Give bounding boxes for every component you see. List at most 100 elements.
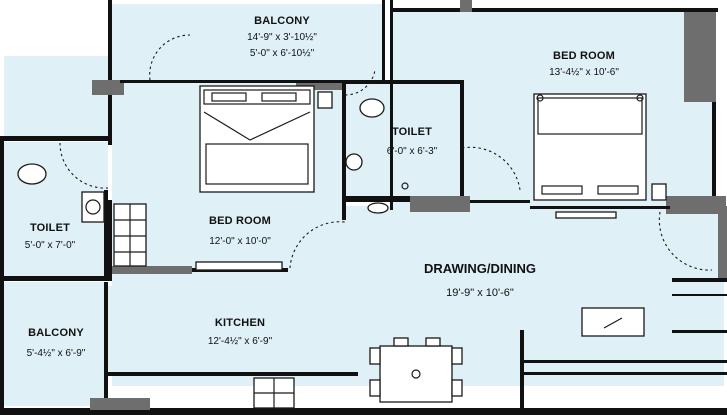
room-name-bedroom-right: BED ROOM <box>553 50 615 62</box>
bed-blanket <box>205 143 309 185</box>
bed-head <box>537 97 643 135</box>
wall-segment <box>520 330 524 410</box>
room-labels: BALCONY 14'-9" x 3'-10½" 5'-0" x 6'-10½"… <box>25 15 620 359</box>
pillow <box>597 185 639 195</box>
room-name-toilet-left: TOILET <box>30 222 70 234</box>
dining-chair <box>451 347 463 365</box>
wall-block <box>718 206 727 278</box>
wall-segment <box>530 206 670 209</box>
washbasin <box>81 191 105 223</box>
wall-segment <box>346 196 410 202</box>
wall-segment <box>108 0 112 145</box>
sink-split <box>254 378 294 408</box>
shelf-lines <box>114 204 146 266</box>
bed-head <box>203 89 311 105</box>
bed-corner <box>536 94 544 102</box>
room-name-kitchen: KITCHEN <box>215 317 265 329</box>
wall-segment <box>108 372 358 376</box>
toilet-seat <box>359 98 385 118</box>
tv-unit <box>581 307 645 337</box>
room-name-bedroom-center: BED ROOM <box>209 215 271 227</box>
window-block <box>684 12 716 102</box>
pillow <box>211 92 247 102</box>
wall-block <box>112 266 192 274</box>
door-swings <box>59 34 713 271</box>
wall-segment <box>712 8 716 208</box>
room-name-balcony-left: BALCONY <box>28 327 84 339</box>
wall-segment <box>382 0 385 84</box>
dining-chair <box>369 347 381 365</box>
room-dims-toilet-center: 6'-0" x 6'-3" <box>387 146 438 157</box>
wall-segment <box>104 282 108 410</box>
floor-drain <box>367 202 389 214</box>
room-name-drawing-dining: DRAWING/DINING <box>424 261 536 276</box>
nightstand <box>651 183 667 201</box>
wall-segment <box>672 330 727 333</box>
wall-segment <box>470 200 530 203</box>
wall-segment <box>672 278 727 282</box>
wall-segment <box>120 80 345 83</box>
wall-segment <box>108 200 112 280</box>
dining-chair <box>393 337 409 347</box>
pillow <box>541 185 583 195</box>
washbasin-bowl <box>85 199 101 215</box>
bed <box>533 93 647 201</box>
table-center <box>411 369 421 379</box>
shower <box>401 182 409 190</box>
wall-segment <box>520 360 727 363</box>
balcony-top-floor <box>112 4 384 82</box>
wall-segment <box>460 80 464 210</box>
nightstand <box>317 91 333 109</box>
washbasin <box>345 153 363 171</box>
door-swing <box>289 221 346 269</box>
room-dims-balcony-top: 14'-9" x 3'-10½" <box>247 32 317 43</box>
room-dims-balcony-left: 5'-4½" x 6'-9" <box>27 348 86 359</box>
door-swing <box>461 146 521 191</box>
wall-segment <box>392 8 718 12</box>
pillow <box>261 92 297 102</box>
wall-block <box>90 398 150 410</box>
balcony-left-floor <box>4 282 108 406</box>
wardrobe <box>555 211 617 219</box>
wall-block <box>666 196 726 214</box>
wall-block <box>460 0 472 12</box>
bed <box>199 85 315 193</box>
wardrobe <box>195 261 283 271</box>
door-swing <box>658 211 713 271</box>
room-dims-balcony-top: 5'-0" x 6'-10½" <box>250 48 315 59</box>
wall-block <box>92 80 124 95</box>
room-name-balcony-top: BALCONY <box>254 15 310 27</box>
bed-corner <box>636 94 644 102</box>
wall-segment <box>342 80 346 220</box>
room-dims-toilet-left: 5'-0" x 7'-0" <box>25 240 76 251</box>
wall-segment <box>0 276 112 281</box>
wall-segment <box>0 136 4 411</box>
wall-segment <box>0 136 112 141</box>
dining-chair <box>451 379 463 397</box>
wall-segment <box>104 190 108 280</box>
wall-segment <box>520 372 727 375</box>
tv-screen <box>603 317 623 329</box>
kitchen-floor <box>108 286 358 376</box>
dining-table <box>379 345 453 403</box>
door-swing <box>149 34 191 81</box>
room-dims-drawing-dining: 19'-9" x 10'-6" <box>446 287 514 299</box>
room-dims-bedroom-right: 13'-4½" x 10'-6" <box>549 67 619 78</box>
fixtures <box>17 85 667 409</box>
wall-block <box>410 196 470 212</box>
wall-segment <box>672 294 727 296</box>
left-strip-floor <box>4 56 108 140</box>
dining-chair <box>425 337 441 347</box>
wall-segment <box>342 80 464 84</box>
wall-block <box>296 80 344 90</box>
room-dims-bedroom-center: 12'-0" x 10'-0" <box>209 236 271 247</box>
wall-segment <box>0 408 727 415</box>
room-name-toilet-center: TOILET <box>392 126 432 138</box>
room-dims-kitchen: 12'-4½" x 6'-9" <box>208 336 273 347</box>
toilet-seat <box>17 163 47 185</box>
dining-chair <box>369 379 381 397</box>
wall-segment <box>390 0 393 210</box>
bed-fold <box>203 111 311 141</box>
